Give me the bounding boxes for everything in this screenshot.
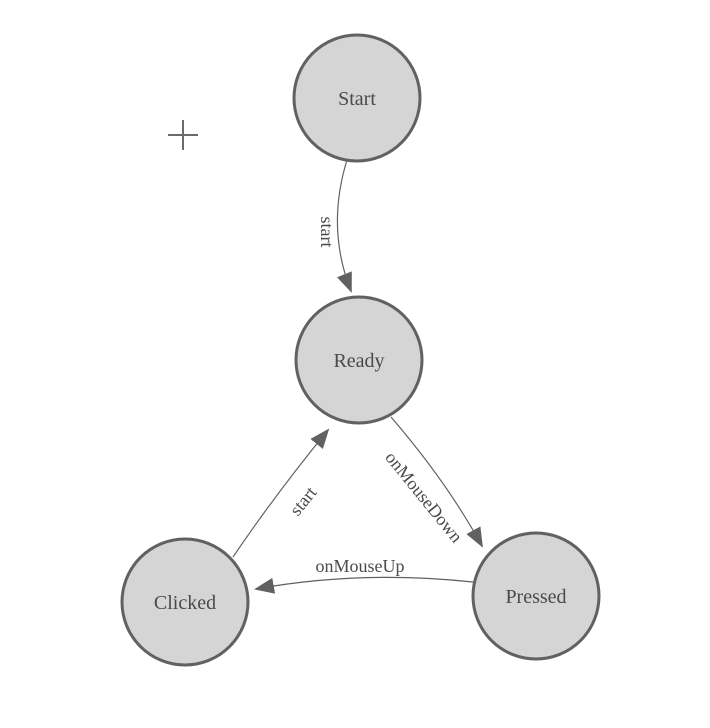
state-node-start[interactable]: Start: [292, 33, 422, 163]
state-node-ready[interactable]: Ready: [294, 295, 424, 425]
transition-label: start: [317, 217, 337, 248]
state-circle[interactable]: [292, 33, 422, 163]
crosshair-cursor-icon: [168, 120, 198, 150]
transition-label: onMouseDown: [381, 448, 466, 547]
state-label: Clicked: [154, 592, 216, 614]
state-label: Start: [338, 88, 376, 110]
transition-ready-to-pressed[interactable]: onMouseDown: [381, 416, 483, 548]
state-circle[interactable]: [120, 537, 250, 667]
state-label: Pressed: [505, 586, 566, 608]
transition-path[interactable]: [336, 159, 352, 293]
transition-path[interactable]: [232, 428, 330, 558]
transition-clicked-to-ready[interactable]: start: [232, 428, 330, 558]
transition-path[interactable]: [390, 416, 483, 548]
state-node-pressed[interactable]: Pressed: [471, 531, 601, 661]
transition-path[interactable]: [254, 576, 474, 594]
state-label: Ready: [333, 350, 384, 372]
state-circle[interactable]: [294, 295, 424, 425]
state-node-clicked[interactable]: Clicked: [120, 537, 250, 667]
transition-pressed-to-clicked[interactable]: onMouseUp: [254, 556, 474, 594]
transition-label: onMouseUp: [316, 556, 405, 576]
transition-label: start: [285, 483, 320, 520]
state-circle[interactable]: [471, 531, 601, 661]
transition-start-to-ready[interactable]: start: [317, 159, 352, 293]
